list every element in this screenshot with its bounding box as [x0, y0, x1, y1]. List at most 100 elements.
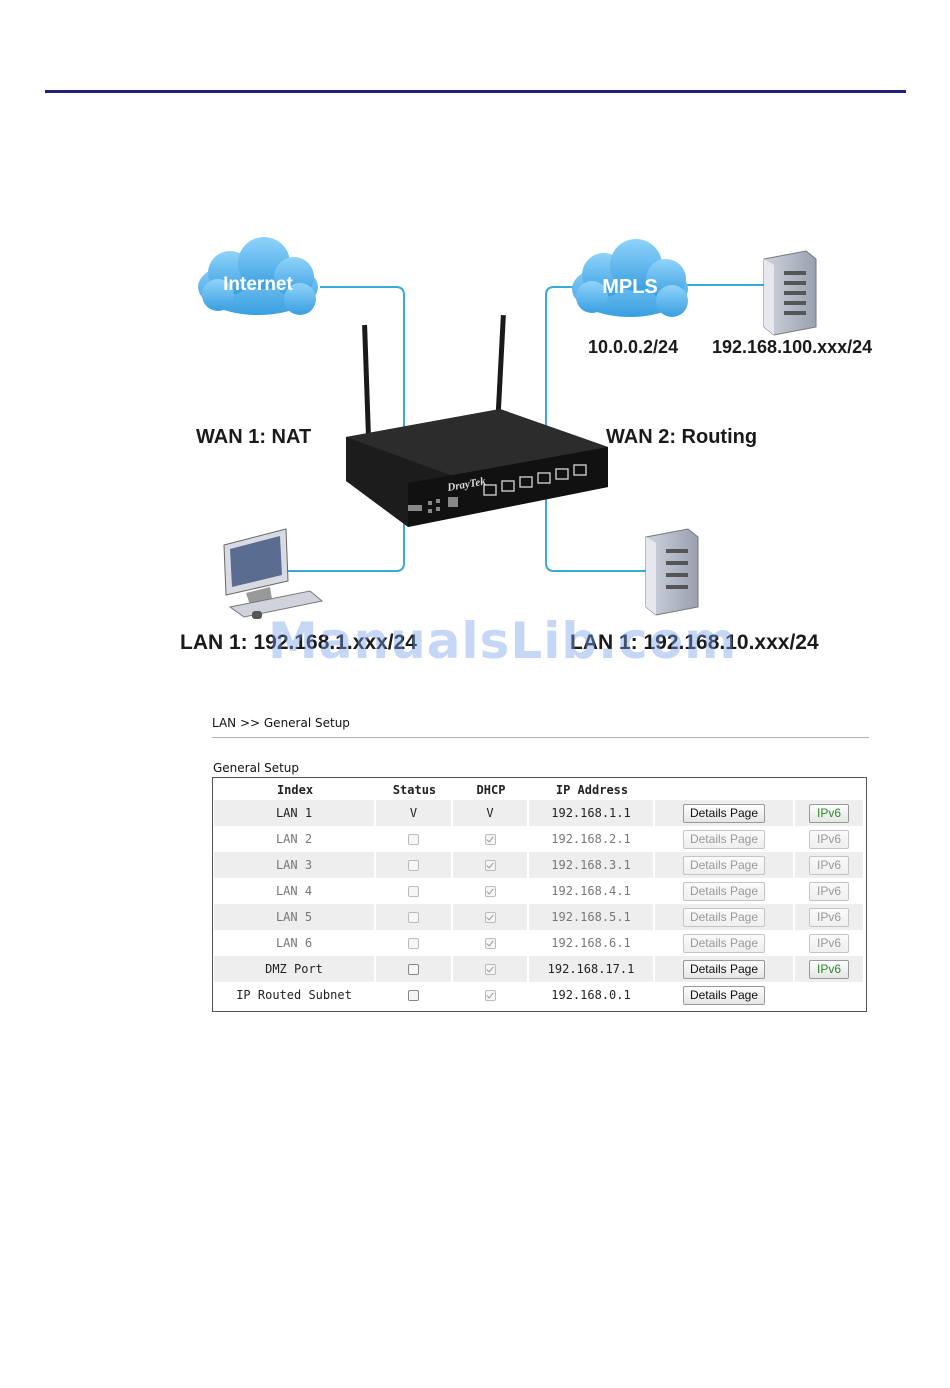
row-index: IP Routed Subnet	[214, 982, 376, 1008]
ipv6-button[interactable]: IPv6	[808, 829, 849, 849]
row-status	[376, 930, 453, 956]
details-page-button[interactable]: Details Page	[682, 855, 766, 875]
wan2-label: WAN 2: Routing	[606, 426, 757, 448]
row-status	[376, 826, 453, 852]
row-index: DMZ Port	[214, 956, 376, 982]
row-dhcp	[453, 852, 529, 878]
row-ipv6-cell: IPv6	[795, 904, 865, 930]
row-status: V	[376, 800, 453, 826]
internet-cloud-icon	[198, 237, 318, 315]
general-setup-panel: Index Status DHCP IP Address LAN 1 V V 1…	[212, 777, 867, 1012]
header-dhcp: DHCP	[476, 783, 506, 797]
details-page-button[interactable]: Details Page	[682, 907, 766, 927]
dhcp-checkbox[interactable]	[484, 834, 496, 845]
details-page-button[interactable]: Details Page	[682, 959, 766, 979]
ipv6-button[interactable]: IPv6	[808, 907, 849, 927]
server-ip-label: 192.168.100.xxx/24	[712, 337, 872, 357]
details-page-button[interactable]: Details Page	[682, 933, 766, 953]
table-row: LAN 3 192.168.3.1 Details Page IPv6	[214, 852, 865, 878]
row-ip: 192.168.0.1	[529, 982, 655, 1008]
row-index: LAN 1	[214, 800, 376, 826]
mpls-cloud-icon	[572, 239, 688, 317]
row-ip: 192.168.4.1	[529, 878, 655, 904]
row-dhcp	[453, 982, 529, 1008]
status-checkbox[interactable]	[408, 964, 419, 975]
details-page-button[interactable]: Details Page	[682, 881, 766, 901]
row-dhcp	[453, 956, 529, 982]
row-ip: 192.168.2.1	[529, 826, 655, 852]
row-dhcp: V	[453, 800, 529, 826]
details-page-button[interactable]: Details Page	[682, 829, 766, 849]
status-checkbox[interactable]	[408, 834, 419, 845]
row-details-cell: Details Page	[655, 800, 795, 826]
ipv6-button[interactable]: IPv6	[808, 881, 849, 901]
row-details-cell: Details Page	[655, 826, 795, 852]
status-checkbox[interactable]	[408, 990, 419, 1001]
table-header-row: Index Status DHCP IP Address	[214, 780, 865, 800]
header-ipv6	[795, 780, 865, 800]
row-ipv6-cell: IPv6	[795, 930, 865, 956]
row-index: LAN 4	[214, 878, 376, 904]
row-ip: 192.168.3.1	[529, 852, 655, 878]
status-checkbox[interactable]	[408, 938, 419, 949]
details-page-button[interactable]: Details Page	[682, 803, 766, 823]
server-icon	[645, 528, 699, 616]
dhcp-checkbox[interactable]	[484, 990, 496, 1001]
header-index: Index	[276, 783, 314, 797]
row-ipv6-cell	[795, 982, 865, 1008]
breadcrumb: LAN >> General Setup	[212, 716, 350, 730]
row-dhcp	[453, 826, 529, 852]
table-row: LAN 2 192.168.2.1 Details Page IPv6	[214, 826, 865, 852]
section-title: General Setup	[213, 761, 300, 775]
server-icon	[763, 250, 817, 336]
dhcp-checkbox[interactable]	[484, 886, 496, 897]
mpls-label: MPLS	[602, 276, 658, 298]
lan1-label: LAN 1: 192.168.1.xxx/24	[180, 631, 417, 654]
row-details-cell: Details Page	[655, 878, 795, 904]
internet-label: Internet	[223, 274, 293, 295]
table-row: LAN 1 V V 192.168.1.1 Details Page IPv6	[214, 800, 865, 826]
lan-table: Index Status DHCP IP Address LAN 1 V V 1…	[214, 780, 865, 1008]
breadcrumb-divider	[212, 737, 869, 738]
row-index: LAN 3	[214, 852, 376, 878]
ipv6-button[interactable]: IPv6	[808, 855, 849, 875]
status-checkbox[interactable]	[408, 912, 419, 923]
table-row: IP Routed Subnet 192.168.0.1 Details Pag…	[214, 982, 865, 1008]
row-ipv6-cell: IPv6	[795, 956, 865, 982]
network-diagram: Internet MPLS 10.0.0.2/24 192.168.100.xx…	[180, 237, 872, 654]
row-ip: 192.168.5.1	[529, 904, 655, 930]
row-dhcp	[453, 930, 529, 956]
row-details-cell: Details Page	[655, 956, 795, 982]
row-index: LAN 2	[214, 826, 376, 852]
row-ip: 192.168.6.1	[529, 930, 655, 956]
status-checkbox[interactable]	[408, 860, 419, 871]
row-status	[376, 956, 453, 982]
dhcp-checkbox[interactable]	[484, 964, 496, 975]
router-icon: DrayTek	[346, 314, 608, 527]
ipv6-button[interactable]: IPv6	[808, 933, 849, 953]
row-ip: 192.168.17.1	[529, 956, 655, 982]
table-row: LAN 4 192.168.4.1 Details Page IPv6	[214, 878, 865, 904]
row-ipv6-cell: IPv6	[795, 852, 865, 878]
ipv6-button[interactable]: IPv6	[808, 959, 849, 979]
dhcp-checkbox[interactable]	[484, 860, 496, 871]
row-ipv6-cell: IPv6	[795, 826, 865, 852]
header-status: Status	[392, 783, 437, 797]
row-ipv6-cell: IPv6	[795, 878, 865, 904]
row-status	[376, 852, 453, 878]
ipv6-button[interactable]: IPv6	[808, 803, 849, 823]
dhcp-checkbox[interactable]	[484, 938, 496, 949]
row-status	[376, 878, 453, 904]
row-ip: 192.168.1.1	[529, 800, 655, 826]
status-checkbox[interactable]	[408, 886, 419, 897]
row-status	[376, 904, 453, 930]
top-rule	[45, 90, 906, 93]
mpls-ip-label: 10.0.0.2/24	[588, 337, 678, 357]
dhcp-checkbox[interactable]	[484, 912, 496, 923]
details-page-button[interactable]: Details Page	[682, 985, 766, 1005]
watermark: ManualsLib.com	[268, 612, 738, 670]
row-details-cell: Details Page	[655, 930, 795, 956]
table-row: DMZ Port 192.168.17.1 Details Page IPv6	[214, 956, 865, 982]
wan1-label: WAN 1: NAT	[196, 426, 311, 448]
row-dhcp	[453, 904, 529, 930]
